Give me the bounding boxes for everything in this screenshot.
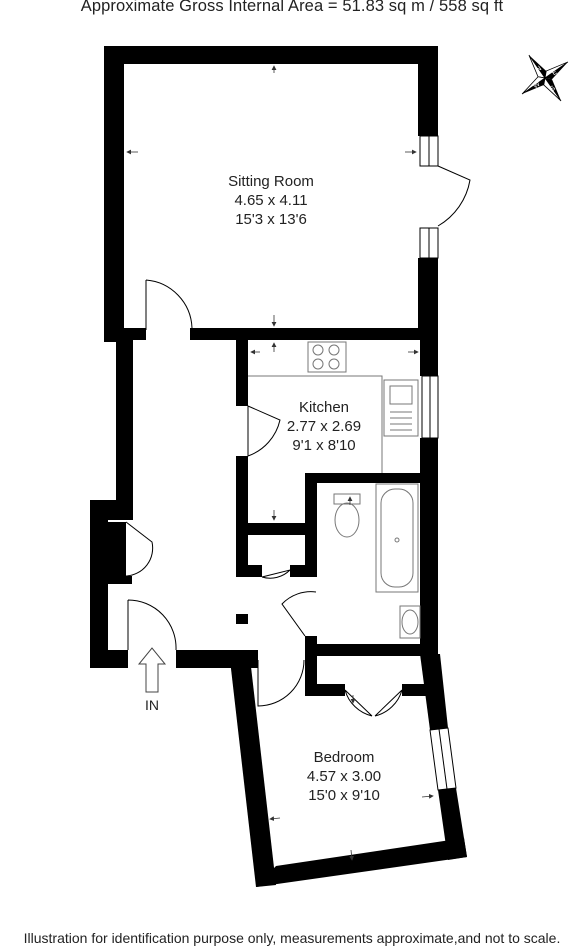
bath-icon xyxy=(375,483,419,593)
wall-sitting-right-upper xyxy=(418,46,438,136)
room-dimensions-metric: 4.65 x 4.11 xyxy=(234,192,307,209)
wall-bedroom-left xyxy=(230,658,276,887)
room-dimensions-metric: 2.77 x 2.69 xyxy=(287,418,361,435)
hob-icon xyxy=(307,341,347,373)
room-dimensions-imperial: 15'3 x 13'6 xyxy=(235,211,307,228)
door-bedroom xyxy=(257,659,305,707)
wall-kitchen-bottom xyxy=(248,523,316,535)
wall-bath-top xyxy=(316,473,426,483)
wall-hall-outer xyxy=(90,500,108,668)
entry-arrow-icon xyxy=(137,647,167,693)
wall-hall-mid xyxy=(236,614,248,624)
windows xyxy=(419,135,457,791)
compass-letter-n: N xyxy=(535,65,543,74)
door-entrance xyxy=(127,599,177,651)
door-cupboard xyxy=(125,521,154,577)
entry-label: IN xyxy=(145,697,159,713)
wall-bedroom-right-upper xyxy=(420,654,448,730)
door-store xyxy=(261,569,292,579)
wall-right-lower xyxy=(420,438,438,654)
kitchen-sink-icon xyxy=(383,379,419,437)
wall-hall-bottom-left xyxy=(90,650,128,668)
door-wardrobe xyxy=(344,689,403,717)
dimension-arrows xyxy=(126,65,434,861)
wall-cupboard xyxy=(108,522,126,578)
compass-letter-s: S xyxy=(549,85,557,94)
room-label-bedroom: Bedroom 4.57 x 3.00 15'0 x 9'10 xyxy=(307,749,381,804)
wall-sitting-top xyxy=(104,46,438,64)
compass-rose-icon: N E S W xyxy=(521,54,569,102)
wall-bath-bottom xyxy=(305,644,438,656)
room-dimensions-metric: 4.57 x 3.00 xyxy=(307,768,381,785)
room-label-sitting-room: Sitting Room 4.65 x 4.11 15'3 x 13'6 xyxy=(228,173,314,228)
room-dimensions-imperial: 15'0 x 9'10 xyxy=(308,787,380,804)
door-sitting-hall xyxy=(145,279,193,330)
doors xyxy=(125,165,471,717)
bathroom-basin-icon xyxy=(399,605,421,639)
room-name: Bedroom xyxy=(314,749,375,766)
wall-bedroom-bottom xyxy=(256,838,467,887)
door-sitting-external xyxy=(437,165,471,227)
room-label-kitchen: Kitchen 2.77 x 2.69 9'1 x 8'10 xyxy=(287,399,361,454)
wall-bedroom-wardrobe-right xyxy=(402,684,428,696)
disclaimer-footer: Illustration for identification purpose … xyxy=(23,930,561,946)
area-header: Approximate Gross Internal Area = 51.83 … xyxy=(80,0,504,15)
toilet-bowl-icon xyxy=(334,502,360,538)
fixtures xyxy=(248,341,421,639)
toilet-cistern-icon xyxy=(333,493,361,505)
wall-sitting-bottom xyxy=(190,328,438,340)
door-bathroom xyxy=(281,591,317,637)
compass-letter-w: W xyxy=(532,81,542,91)
kitchen-worktop xyxy=(248,375,383,473)
room-name: Kitchen xyxy=(299,399,349,416)
wall-hall-left xyxy=(116,336,133,500)
wall-bath-left xyxy=(305,473,317,571)
wall-bedroom-right-lower xyxy=(438,788,467,860)
wall-bedroom-wardrobe-left xyxy=(305,684,345,696)
wall-kitchen-left-upper xyxy=(236,340,248,406)
wall-store-bottom xyxy=(236,565,262,577)
room-name: Sitting Room xyxy=(228,173,314,190)
wall-sitting-right-lower xyxy=(418,258,438,340)
wall-sitting-left xyxy=(104,46,124,342)
walls xyxy=(90,46,467,887)
wall-kitchen-left-lower xyxy=(236,456,248,568)
wall-store-bottom-right xyxy=(290,565,317,577)
compass-letter-e: E xyxy=(551,69,559,78)
wall-cupboard-base xyxy=(108,576,132,584)
room-dimensions-imperial: 9'1 x 8'10 xyxy=(292,437,355,454)
door-kitchen xyxy=(247,405,281,457)
wall-kitchen-right-upper xyxy=(420,340,438,376)
